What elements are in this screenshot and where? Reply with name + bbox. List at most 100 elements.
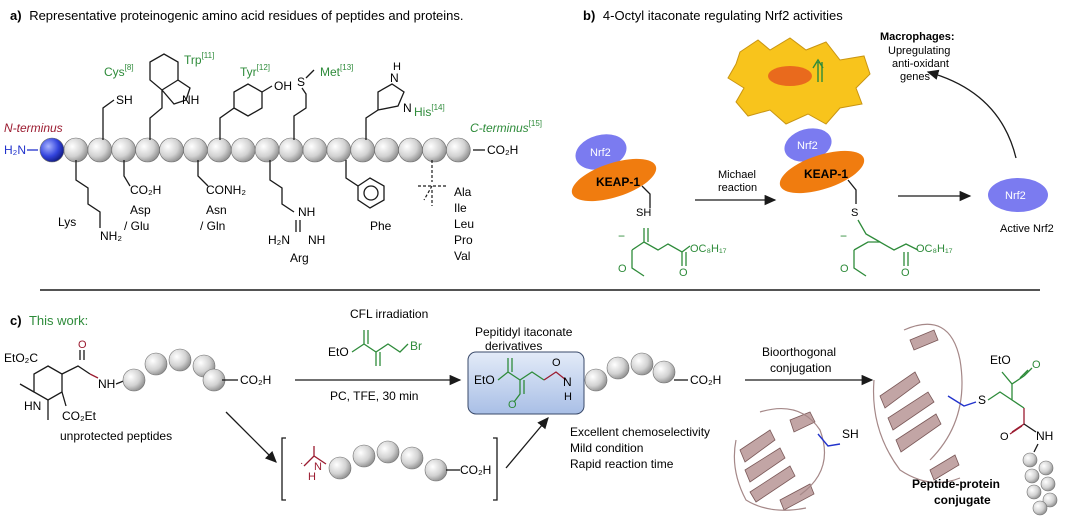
n-terminal-bead [39,137,65,163]
peptide-bead [350,137,376,163]
arg-nh2: NH [308,233,325,247]
peptide-bead [1038,460,1054,476]
phe-label: Phe [370,219,392,233]
cys-sh: SH [116,93,133,107]
active-nrf2-label: Active Nrf2 [1000,223,1054,235]
other-leu: Leu [454,217,474,231]
eto-label-reagent: EtO [328,345,349,359]
panel-b: b) 4-Octyl itaconate regulating Nrf2 act… [571,8,1054,279]
feature-1: Excellent chemoselectivity [570,425,710,439]
o-label-c1: O [78,339,87,351]
svg-text:c) This work:: c) This work: [10,313,88,328]
panel-b-label: b) [583,8,595,23]
protein-cartoon-right [872,323,963,484]
other-ala: Ala [454,185,472,199]
peptide-bead [207,137,232,163]
lys-label: Lys [58,215,76,229]
sh-label-b: SH [636,207,651,219]
peptide-chain-a [39,137,471,163]
peptide-bead [302,137,328,163]
panel-a-label: a) [10,8,22,23]
peptide-bead [1026,484,1042,500]
peptide-bead [135,137,160,163]
tyr-label: Tyr [240,65,257,79]
sh-label-c: SH [842,427,859,441]
michael-label-1: Michael [718,169,756,181]
minus-sign-right: − [840,229,847,243]
peptide-bead [1040,476,1056,492]
peptide-bead [328,456,352,480]
peptide-chain-c4 [1022,452,1058,516]
itaconate-title-2: derivatives [485,339,542,353]
nrf2-blob-right [784,128,832,162]
peptide-bead [374,137,399,163]
o-label-b3: O [840,263,849,275]
minus-sign-left: − [618,229,625,243]
nrf2-blob-active [988,178,1048,212]
co2h-label-c3: CO₂H [690,373,721,387]
o-label-product-2: O [552,357,561,369]
eto-label-conjugate: EtO [990,353,1011,367]
arg-nh: NH [298,205,315,219]
peptide-bead [168,348,192,372]
itaconate-product-box [467,351,585,415]
panel-a: a) Representative proteinogenic amino ac… [4,8,542,265]
michael-label-2: reaction [718,182,757,194]
c-terminus-label: C-terminus [470,121,529,135]
keap1-label-right: KEAP-1 [804,167,848,181]
macrophage-nucleus [768,66,812,86]
gln-label: / Gln [200,219,225,233]
tyr-oh: OH [274,79,292,93]
itaconate-title-1: Pepitidyl itaconate [475,325,573,339]
peptide-bead [606,356,630,380]
co2et-label: CO₂Et [62,409,97,423]
o-label-b4: O [901,267,910,279]
peptide-bead [87,137,113,163]
eto-label-product: EtO [474,373,495,387]
co2h-label-c2: CO₂H [460,463,491,477]
peptide-bead [278,137,304,163]
keap1-blob-right [779,150,865,194]
co2h-label-c1: CO₂H [240,373,271,387]
cys-ref: [8] [125,63,134,72]
peptide-bead [398,137,423,163]
radical-arrow-down [225,411,277,463]
peptide-bead [230,137,256,163]
peptide-bead [122,368,146,392]
peptide-bead [254,137,280,163]
radical-arrow-up [505,417,549,469]
feature-3: Rapid reaction time [570,457,674,471]
peptide-bead [202,368,226,392]
other-pro: Pro [454,233,473,247]
protein-cartoon-left [733,408,826,511]
glu-label: / Glu [124,219,149,233]
o-label-b2: O [679,267,688,279]
macrophages-title: Macrophages: [880,31,955,43]
nh-n-product: N [563,375,572,389]
keap1-label-left: KEAP-1 [596,175,640,189]
octyl-label-right: OC₈H₁₇ [916,243,953,255]
panel-c: c) This work: EtO₂C O NH HN CO₂Et CO₂H u… [4,307,1058,516]
o-label-conjugate-2: O [1000,431,1009,443]
peptide-chain-c3 [584,352,676,392]
nh-label-conjugate: NH [1036,429,1053,443]
conditions-label: PC, TFE, 30 min [330,389,418,403]
radical-n-label: N [314,461,322,473]
asn-label: Asn [206,203,227,217]
trp-nh: NH [182,93,199,107]
his-label: His [414,105,431,119]
svg-text:Met[13]: Met[13] [320,63,353,79]
radical-nh-label: H [308,471,316,483]
svg-text:His[14]: His[14] [414,103,445,119]
panel-c-title: This work: [29,313,88,328]
met-s: S [297,75,305,89]
nrf2-label-left: Nrf2 [590,147,611,159]
n-terminus-group: H₂N [4,143,26,157]
other-ile: Ile [454,201,467,215]
panel-b-title: 4-Octyl itaconate regulating Nrf2 activi… [603,8,843,23]
peptide-bead [1032,500,1048,516]
panel-c-label: c) [10,313,22,328]
nh-h-product: H [564,391,572,403]
macrophages-line-1: Upregulating [888,45,950,57]
his-n1: N [390,71,399,85]
